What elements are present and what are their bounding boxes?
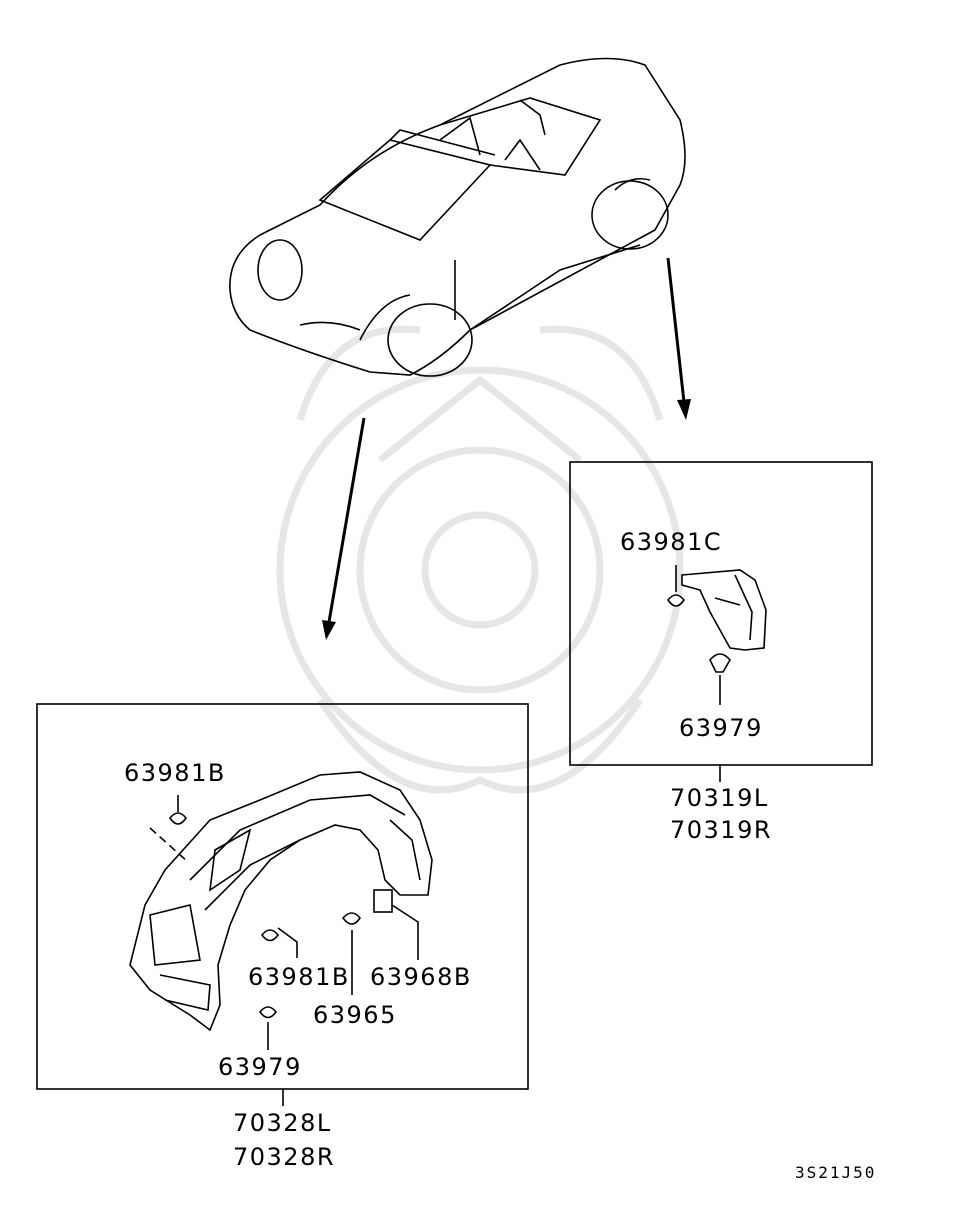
diagram-code: 3S21J50: [795, 1163, 876, 1182]
leader-front-nut: [391, 904, 419, 960]
front-fender-liner-part: [129, 771, 433, 1032]
front-part-number-left: 70328L: [233, 1109, 332, 1137]
callout-front-screw: 63965: [313, 1001, 397, 1029]
vehicle-illustration: [229, 57, 686, 377]
rear-part-number-right: 70319R: [670, 816, 772, 844]
callout-rear-clip: 63981C: [620, 528, 722, 556]
front-fasteners: [169, 812, 393, 1019]
leader-front-clip-top-dash: [149, 827, 189, 863]
rear-liner-box: [569, 461, 873, 766]
rear-part-number-left: 70319L: [670, 784, 769, 812]
callout-front-fastener: 63979: [218, 1053, 302, 1081]
rear-mudguard-part: [667, 569, 767, 673]
arrow-to-rear-liner: [666, 257, 691, 420]
front-liner-box: [36, 703, 529, 1090]
arrow-to-front-liner: [322, 417, 366, 640]
callout-rear-fastener: 63979: [679, 714, 763, 742]
callout-front-clip-mid: 63981B: [248, 963, 350, 991]
leader-front-clip-mid: [277, 927, 298, 958]
watermark-emblem: [276, 325, 684, 794]
front-part-number-right: 70328R: [233, 1143, 335, 1171]
callout-front-nut: 63968B: [370, 963, 472, 991]
callout-front-clip-top: 63981B: [124, 759, 226, 787]
